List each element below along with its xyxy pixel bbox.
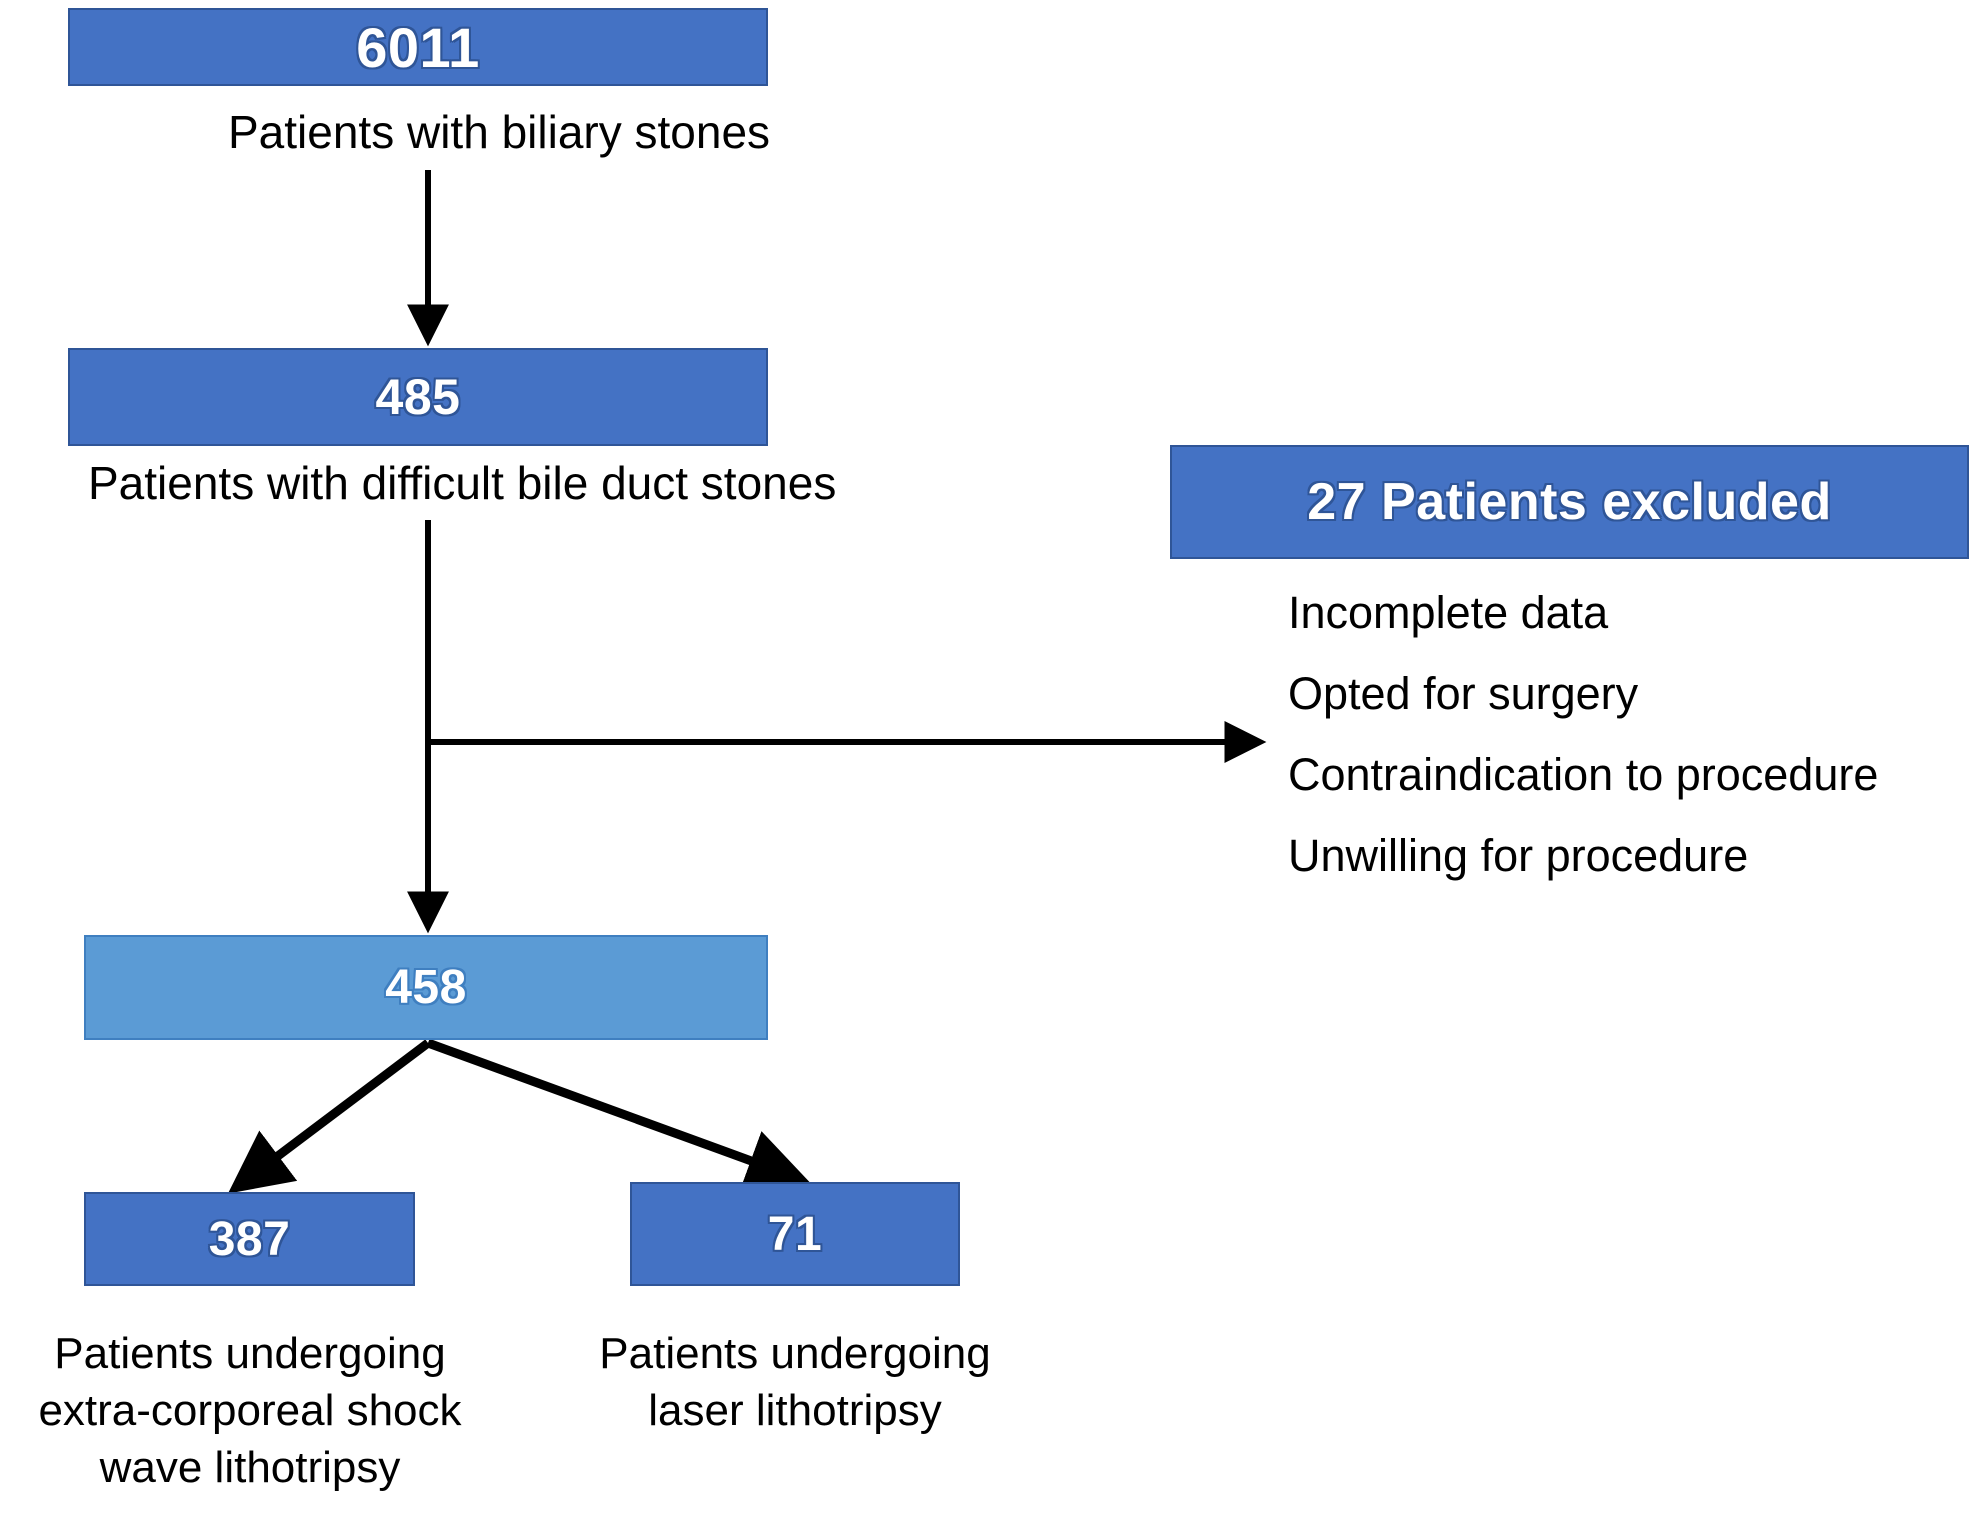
caption-arm-laser-line: Patients undergoing: [599, 1329, 991, 1378]
caption-arm-eswl-line: extra-corporeal shock: [38, 1386, 462, 1436]
node-arm-laser[interactable]: 71: [630, 1182, 960, 1286]
exclusion-reason-item: Incomplete data: [1288, 587, 1609, 638]
node-arm-laser-value: 71: [767, 1207, 823, 1261]
exclusion-reason-item: Unwilling for procedure: [1288, 830, 1749, 881]
node-total-screened-value: 6011: [356, 15, 480, 79]
node-enrolled[interactable]: 458: [84, 935, 768, 1040]
node-excluded-value: 27 Patients excluded: [1307, 473, 1832, 531]
caption-arm-laser: Patients undergoing laser lithotripsy: [545, 1325, 1045, 1439]
caption-arm-eswl: Patients undergoing extra-corporeal shoc…: [0, 1325, 500, 1497]
exclusion-reason-list: Incomplete data Opted for surgery Contra…: [1288, 590, 1968, 914]
caption-total-screened: Patients with biliary stones: [228, 106, 771, 158]
node-enrolled-value: 458: [385, 961, 467, 1014]
node-difficult-stones-value: 485: [375, 369, 461, 425]
arrow-enrolled-to-laser: [426, 1038, 810, 1191]
exclusion-reason-item: Opted for surgery: [1288, 668, 1639, 719]
arrow-enrolled-to-eswl: [227, 1039, 431, 1194]
caption-arm-laser-line: laser lithotripsy: [648, 1386, 942, 1436]
caption-arm-eswl-line: Patients undergoing: [54, 1329, 446, 1378]
node-arm-eswl[interactable]: 387: [84, 1192, 415, 1286]
caption-arm-eswl-line: wave lithotripsy: [99, 1443, 401, 1493]
node-difficult-stones[interactable]: 485: [68, 348, 768, 446]
exclusion-reason-item: Contraindication to procedure: [1288, 749, 1879, 800]
caption-difficult-stones: Patients with difficult bile duct stones: [88, 457, 837, 509]
node-arm-eswl-value: 387: [208, 1212, 291, 1266]
node-total-screened[interactable]: 6011: [68, 8, 768, 86]
node-excluded[interactable]: 27 Patients excluded: [1170, 445, 1969, 559]
